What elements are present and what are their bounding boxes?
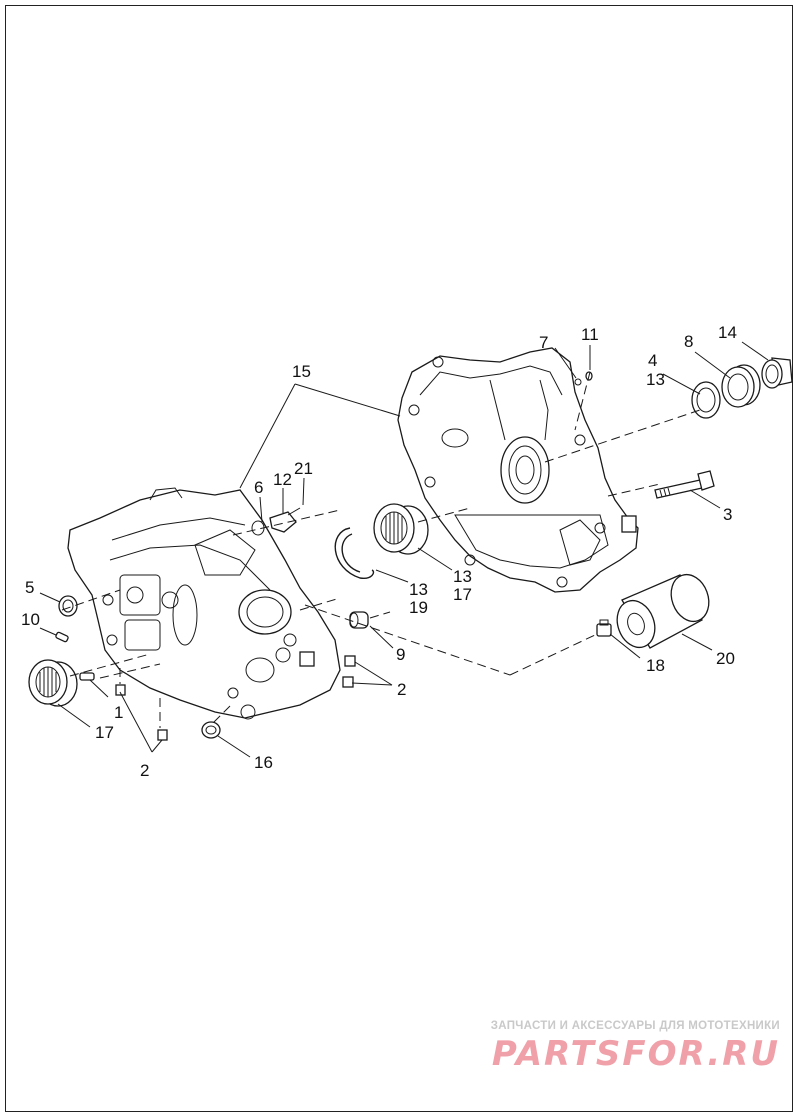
part-8-bearing: [721, 364, 761, 408]
callout-4: 4: [648, 351, 657, 370]
callout-19: 19: [409, 598, 428, 617]
callout-17-left: 17: [95, 723, 114, 742]
left-crankcase-half: [67, 487, 341, 720]
part-1-screw: [79, 672, 95, 681]
part-10-dowel: [55, 631, 69, 643]
callout-21: 21: [294, 459, 313, 478]
callout-5: 5: [25, 578, 34, 597]
callout-11: 11: [581, 325, 599, 344]
part-4-seal: [691, 381, 721, 419]
callout-18: 18: [646, 656, 665, 675]
callout-16: 16: [254, 753, 273, 772]
callout-13-seal: 13: [646, 370, 665, 389]
callout-6: 6: [254, 478, 263, 497]
right-crankcase-half: [397, 347, 639, 593]
part-20-oil-filter: [616, 573, 710, 649]
part-17-right-bearing: [373, 503, 429, 555]
callout-14: 14: [718, 323, 737, 342]
callout-15: 15: [292, 362, 311, 381]
callout-3: 3: [723, 505, 732, 524]
callout-13-ring: 13: [409, 580, 428, 599]
part-7-oring: [574, 378, 582, 386]
callout-7: 7: [539, 333, 548, 352]
diagram-frame: [5, 5, 793, 1112]
callout-12: 12: [273, 470, 292, 489]
callout-1: 1: [114, 703, 123, 722]
leader-lines: [39, 341, 769, 758]
callout-labels: 1 2 2 3 4 13 5 6 7 8 9 10 11 12 13 13 14…: [21, 323, 737, 780]
callout-2-right: 2: [397, 680, 406, 699]
callout-10: 10: [21, 610, 40, 629]
callout-17-right: 17: [453, 585, 472, 604]
watermark: ЗАПЧАСТИ И АКСЕССУАРЫ ДЛЯ МОТОТЕХНИКИ PA…: [460, 1020, 780, 1074]
part-18-fitting: [596, 619, 612, 637]
assembly-centerlines: [61, 371, 701, 728]
callout-8: 8: [684, 332, 693, 351]
part-2-plugs: [115, 655, 356, 741]
part-3-bolt: [654, 470, 715, 499]
part-5-seal: [58, 595, 78, 617]
watermark-caption: ЗАПЧАСТИ И АКСЕССУАРЫ ДЛЯ МОТОТЕХНИКИ: [490, 1020, 780, 1032]
part-14-spacer: [761, 357, 793, 389]
part-16-drain-plug: [201, 721, 221, 739]
part-13-retaining-ring: [334, 527, 375, 580]
part-17-left-bearing: [28, 659, 78, 707]
watermark-logo: PARTSFOR.RU: [491, 1034, 780, 1074]
callout-2-left: 2: [140, 761, 149, 780]
callout-13-bearing: 13: [453, 567, 472, 586]
part-12-sensor: [269, 507, 301, 533]
callout-9: 9: [396, 645, 405, 664]
callout-20: 20: [716, 649, 735, 668]
